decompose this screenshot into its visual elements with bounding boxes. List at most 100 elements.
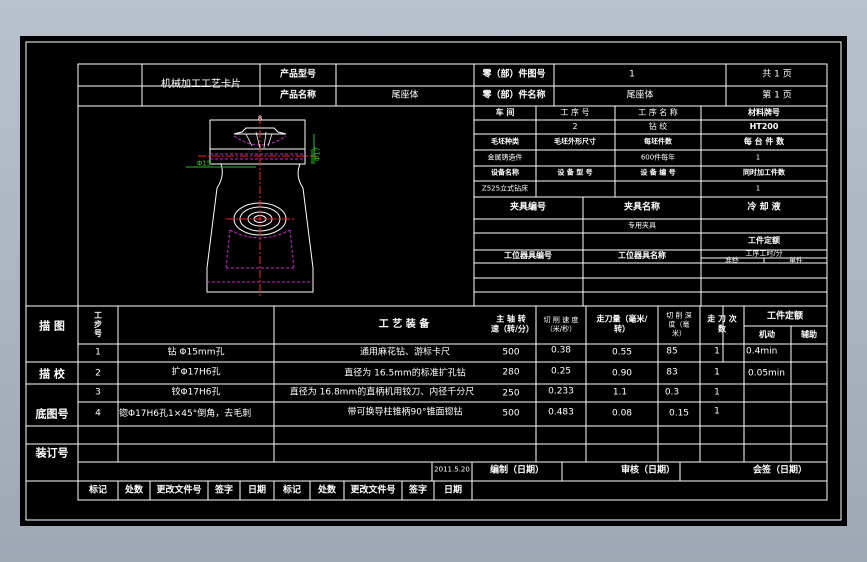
footer-date: 2011.5.20: [434, 465, 470, 474]
machine-label: 机动: [759, 330, 775, 339]
mark-label: 标记: [88, 485, 108, 496]
check-label: 描 校: [39, 367, 65, 381]
blank-size-label: 毛坯外形尺寸: [554, 137, 596, 146]
part-name: 尾座体: [626, 90, 654, 101]
fixture-name-label: 夹具名称: [623, 202, 661, 213]
passes-cell: 1: [714, 387, 720, 398]
dim-label: Φ15: [196, 159, 212, 168]
part-no-label: 零（部）件图号: [482, 69, 546, 80]
equip-name: Z525立式钻床: [481, 184, 529, 193]
passes-cell: 1: [714, 406, 720, 417]
material-label: 材料牌号: [748, 108, 780, 117]
speed-cell: 250: [502, 388, 520, 399]
part-drawing: [186, 116, 316, 298]
feed-label: 走刀量（毫米/转）: [596, 314, 648, 334]
change-doc-label: 更改文件号: [156, 485, 202, 496]
speed-cell: 280: [502, 367, 520, 378]
single-label: 单件: [789, 256, 803, 265]
cut-speed-label: 切 削 速 度（米/秒）: [543, 315, 579, 333]
speed-cell: 500: [502, 347, 520, 358]
content-cell: 锪Φ17H6孔1×45°倒角，去毛刺: [119, 408, 252, 419]
vc-cell: 0.483: [548, 407, 574, 418]
mark-label: 标记: [282, 485, 302, 496]
equip-cell: 通用麻花钻、游标卡尺: [359, 347, 451, 358]
time-quota-label: 工件定额: [748, 236, 780, 245]
workshop-label: 车 间: [495, 108, 515, 117]
blank-qty-label: 每坯件数: [644, 137, 672, 146]
op-no: 2: [572, 122, 578, 131]
part-no: 1: [629, 69, 635, 80]
vc-cell: 0.25: [550, 366, 572, 377]
equip-no-label: 设 备 编 号: [640, 168, 676, 177]
passes-cell: 1: [714, 346, 720, 357]
simul-label: 同时加工件数: [743, 168, 785, 177]
step-cell: 1: [95, 347, 101, 358]
feed-cell: 0.90: [611, 368, 633, 379]
equip-model-label: 设 备 型 号: [557, 168, 593, 177]
content-cell: 钻 Φ15mm孔: [167, 347, 225, 358]
simul: 1: [755, 184, 761, 193]
time-label: 工件定额: [766, 311, 804, 322]
process-card-sheet: 机械加工工艺卡片 产品型号 产品名称 尾座体 零（部）件图号 零（部）件名称 1…: [20, 36, 847, 526]
part-name-label: 零（部）件名称: [482, 90, 546, 101]
depth-cell: 85: [666, 346, 678, 357]
content-cell: 扩Φ17H6孔: [171, 367, 221, 378]
draw-label: 描 图: [39, 319, 65, 333]
equip-cell: 带可换导柱锥柄90°锥面锪钻: [347, 407, 463, 418]
date-label: 日期: [443, 485, 463, 496]
depth-label: 切 削 深 度（毫米）: [666, 311, 692, 338]
op-no-label: 工 序 号: [560, 108, 590, 117]
compile-label: 编制（日期）: [489, 465, 545, 476]
equip-cell: 直径为 16.5mm的标准扩孔钻: [344, 368, 466, 379]
depth-cell: 0.15: [668, 408, 690, 419]
total-pages: 共 1 页: [762, 69, 792, 80]
op-name: 钻 绞: [648, 122, 668, 131]
feed-cell: 0.08: [611, 408, 633, 419]
time-cell: 0.05min: [748, 368, 786, 379]
station-no-label: 工位器具编号: [504, 251, 552, 260]
time-sub-label: 工序工时/分: [745, 249, 783, 258]
content-label: 工 艺 装 备: [378, 319, 430, 330]
review-label: 审核（日期）: [620, 465, 676, 476]
op-name-label: 工 序 名 称: [638, 108, 678, 117]
product-model-label: 产品型号: [279, 69, 317, 80]
count-label: 处数: [317, 485, 337, 496]
content-cell: 铰Φ17H6孔: [171, 387, 221, 398]
equip-name-label: 设备名称: [491, 168, 519, 177]
step-cell: 4: [95, 408, 101, 419]
material: HT200: [749, 122, 779, 131]
vc-cell: 0.38: [550, 345, 572, 356]
speed-label: 主 轴 转 速（转/分）: [491, 314, 534, 334]
blank-type: 金属铸造件: [487, 153, 523, 162]
product-name-label: 产品名称: [279, 90, 317, 101]
feed-cell: 1.1: [612, 387, 628, 398]
bind-no-label: 装订号: [35, 446, 69, 460]
dim-tag: 8: [257, 114, 263, 123]
card-title: 机械加工工艺卡片: [161, 79, 241, 90]
step-cell: 2: [95, 368, 101, 379]
depth-cell: 83: [666, 367, 678, 378]
coolant-label: 冷 却 液: [747, 202, 781, 213]
step-label: 工步号: [94, 311, 102, 339]
step-cell: 3: [95, 387, 101, 398]
table-grid: [25, 41, 842, 521]
passes-label: 走 刀 次 数: [707, 314, 737, 334]
fixture-no-label: 夹具编号: [509, 202, 547, 213]
product-name: 尾座体: [391, 90, 419, 101]
time-cell: 0.4min: [746, 346, 778, 357]
blank-qty: 600件每年: [640, 153, 676, 162]
count-label: 处数: [124, 485, 144, 496]
blank-type-label: 毛坯种类: [491, 137, 519, 146]
dim-label-2: Φ17: [313, 146, 322, 162]
page-number: 第 1 页: [762, 90, 792, 101]
speed-cell: 500: [502, 408, 520, 419]
vc-cell: 0.233: [548, 386, 574, 397]
date-label: 日期: [247, 485, 267, 496]
feed-cell: 0.55: [611, 347, 633, 358]
passes-cell: 1: [714, 367, 720, 378]
aux-label: 辅助: [801, 330, 817, 339]
prep-label: 准终: [725, 256, 739, 265]
equip-cell: 直径为 16.8mm的直柄机用铰刀、内径千分尺: [289, 387, 475, 398]
station-name-label: 工位器具名称: [618, 251, 666, 260]
fixture-name: 专用夹具: [628, 221, 656, 230]
